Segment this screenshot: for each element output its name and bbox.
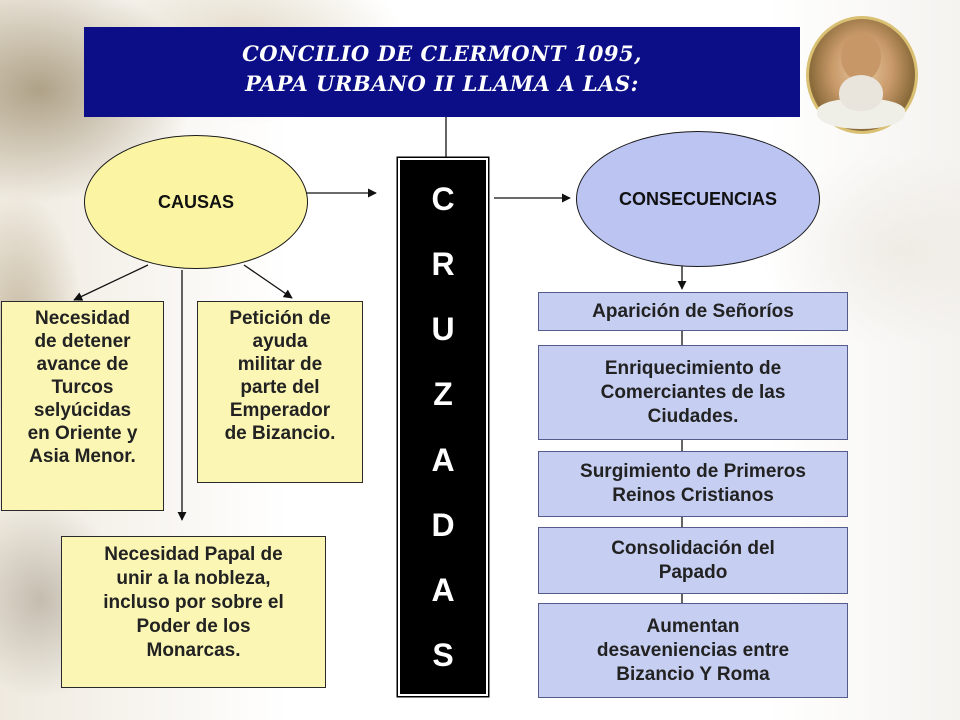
arrow-causas-to-cause-1: [73, 264, 149, 301]
consequence-box-bizancio-roma: Aumentan desaveniencias entre Bizancio Y…: [538, 603, 848, 698]
center-letter: Z: [433, 376, 453, 413]
consecuencias-node: CONSECUENCIAS: [576, 131, 820, 267]
cause-line: selyúcidas: [33, 400, 132, 421]
consequence-line: Bizancio Y Roma: [616, 663, 770, 685]
cause-line: de detener: [34, 331, 131, 352]
consequence-line: Consolidación del: [611, 537, 775, 559]
cause-line: Necesidad Papal de: [104, 544, 283, 565]
center-letter: A: [431, 441, 455, 478]
pope-portrait-icon: [806, 16, 918, 134]
cause-line: en Oriente y: [27, 423, 138, 444]
title-line-1: CONCILIO DE CLERMONT 1095,: [242, 41, 642, 66]
consequence-line: Aumentan: [646, 615, 740, 637]
cause-line: militar de: [237, 354, 323, 375]
cause-line: de Bizancio.: [224, 423, 336, 444]
cause-box-turcos: Necesidad de detener avance de Turcos se…: [1, 301, 164, 511]
pope-portrait-beard: [839, 75, 883, 111]
consequence-line: Papado: [658, 561, 728, 583]
cause-line: avance de: [36, 354, 129, 375]
cause-line: ayuda: [252, 331, 308, 352]
cause-line: Poder de los: [136, 616, 251, 637]
consequence-line: desaveniencias entre: [596, 639, 790, 661]
arrow-causas-to-cause-2: [243, 264, 293, 299]
consequence-box-senorios: Aparición de Señoríos: [538, 292, 848, 331]
consequence-line: Ciudades.: [647, 405, 739, 427]
center-letter: R: [431, 245, 455, 282]
cause-line: Petición de: [229, 308, 331, 329]
cause-line: Turcos: [51, 377, 114, 398]
title-line-2: PAPA URBANO II LLAMA A LAS:: [245, 71, 639, 96]
title-banner: CONCILIO DE CLERMONT 1095, PAPA URBANO I…: [84, 27, 800, 117]
consequence-box-comerciantes: Enriquecimiento de Comerciantes de las C…: [538, 345, 848, 440]
consecuencias-label: CONSECUENCIAS: [618, 188, 778, 209]
consequence-line: Comerciantes de las: [600, 381, 786, 403]
cruzadas-center-bar: C R U Z A D A S: [398, 158, 488, 696]
cause-line: unir a la nobleza,: [116, 568, 271, 589]
cause-line: Monarcas.: [146, 640, 241, 661]
consequence-line: Enriquecimiento de: [604, 357, 782, 379]
center-letter: U: [431, 311, 455, 348]
cause-line: Necesidad: [34, 308, 131, 329]
center-letter: C: [431, 180, 455, 217]
pope-portrait-head: [841, 33, 881, 81]
consequence-line: Aparición de Señoríos: [592, 300, 794, 322]
consequence-box-papado: Consolidación del Papado: [538, 527, 848, 594]
cause-line: Asia Menor.: [29, 446, 136, 467]
center-letter: A: [431, 572, 455, 609]
cause-line: incluso por sobre el: [103, 592, 284, 613]
consequence-line: Reinos Cristianos: [612, 485, 774, 506]
cause-box-bizancio: Petición de ayuda militar de parte del E…: [197, 301, 363, 483]
causas-node: CAUSAS: [84, 135, 308, 269]
consequence-box-reinos: Surgimiento de Primeros Reinos Cristiano…: [538, 451, 848, 517]
cause-line: parte del: [240, 377, 320, 398]
center-letter: D: [431, 506, 455, 543]
cause-line: Emperador: [229, 400, 331, 421]
causas-label: CAUSAS: [157, 191, 234, 212]
center-letter: S: [432, 637, 454, 674]
cause-box-nobleza: Necesidad Papal de unir a la nobleza, in…: [61, 536, 326, 688]
consequence-line: Surgimiento de Primeros: [580, 461, 806, 482]
